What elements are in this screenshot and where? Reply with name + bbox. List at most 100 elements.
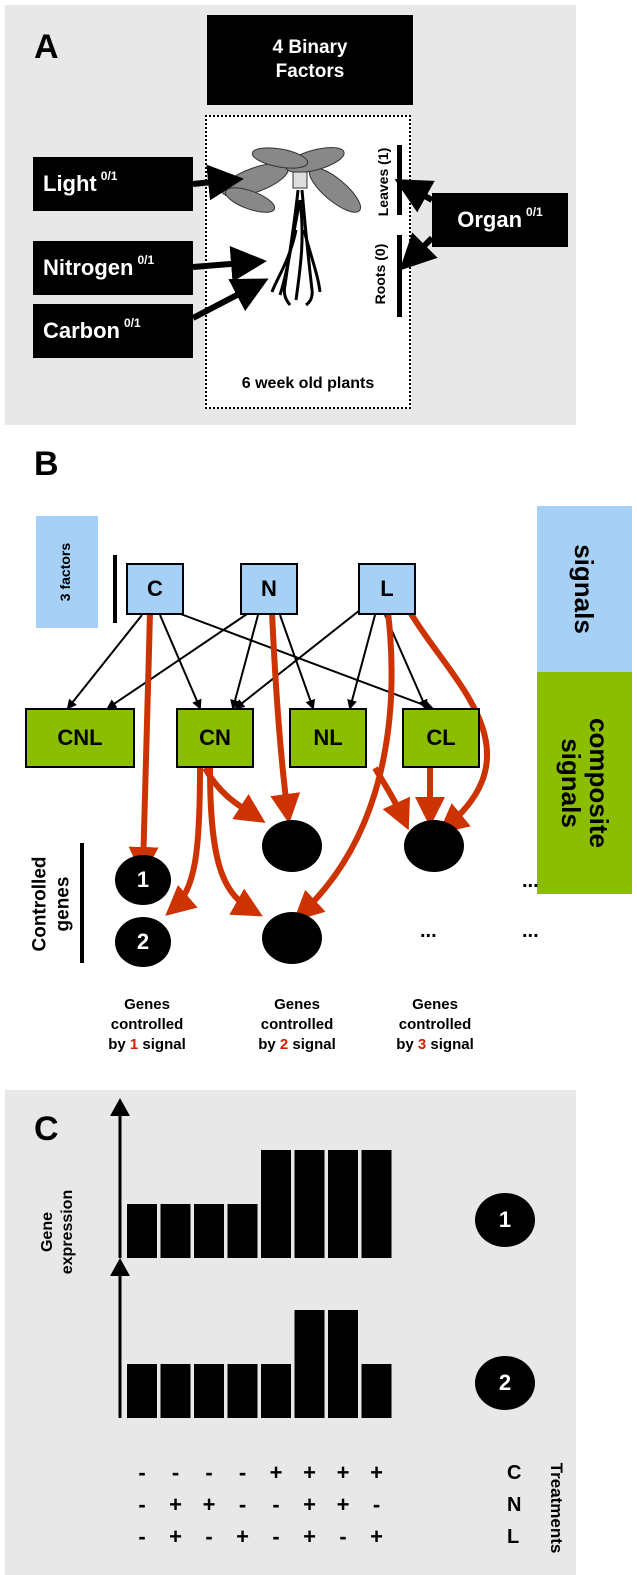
chart-2-bar-8	[361, 1364, 392, 1418]
chart-1-bar-3	[194, 1204, 224, 1258]
chart-1-bar-5	[261, 1150, 291, 1258]
chart-2-bar-7	[328, 1310, 358, 1418]
plant-roots-icon	[270, 189, 322, 307]
chart-1-bar-8	[361, 1150, 392, 1258]
ellipsis-right-bottom: ...	[522, 920, 539, 942]
caption-2-l1: Genes	[274, 996, 320, 1013]
chart-1-bar-2	[160, 1204, 191, 1258]
factors-tag	[36, 516, 98, 628]
chart-1-bar-6	[294, 1150, 325, 1258]
plant-caption: 6 week old plants	[241, 375, 375, 392]
caption-3-l3: by 3 signal	[360, 1035, 510, 1055]
sign-C-4: -	[238, 1460, 247, 1485]
caption-3-l1: Genes	[412, 996, 458, 1013]
panel-a-label: A	[34, 28, 59, 66]
caption-2-num: 2	[279, 1036, 289, 1053]
signals-tag	[537, 506, 632, 672]
caption-2-l2: controlled	[260, 1016, 334, 1033]
sign-N-1: -	[138, 1492, 146, 1517]
sign-L-8: +	[370, 1524, 383, 1549]
caption-1-l1: Genes	[124, 996, 170, 1013]
sign-L-1: -	[138, 1524, 146, 1549]
gene-2: 2	[115, 917, 171, 967]
gene-2signal-b	[262, 912, 322, 964]
sign-C-7: +	[336, 1460, 350, 1485]
sign-C-2: -	[171, 1460, 180, 1485]
sign-L-7: -	[339, 1524, 347, 1549]
title-line-1: 4 Binary	[272, 37, 348, 58]
sign-L-2: +	[169, 1524, 182, 1549]
chart-1-bar-7	[328, 1150, 358, 1258]
composite-nl: NL	[289, 708, 367, 768]
caption-1-l3: by 1 signal	[72, 1035, 222, 1055]
genes-bracket	[80, 843, 84, 963]
caption-3-pre: by	[396, 1036, 418, 1053]
sign-N-6: +	[303, 1492, 316, 1517]
caption-1-num: 1	[129, 1036, 139, 1053]
caption-3-l2: controlled	[398, 1016, 472, 1033]
sign-C-6: +	[303, 1460, 316, 1485]
panel-b-label: B	[34, 445, 59, 483]
sign-C-1: -	[138, 1460, 146, 1485]
gene-3signal-a	[404, 820, 464, 872]
light-label: Light	[43, 171, 97, 196]
sign-N-3: +	[202, 1492, 216, 1517]
organ-label: Organ	[457, 207, 523, 232]
sign-C-8: +	[370, 1460, 383, 1485]
treatment-l: L	[507, 1526, 520, 1548]
sign-L-3: -	[205, 1524, 213, 1549]
sign-C-3: -	[205, 1460, 213, 1485]
chart-2-bar-3	[194, 1364, 224, 1418]
composite-cl: CL	[402, 708, 480, 768]
carbon-label: Carbon	[43, 318, 120, 343]
sign-C-5: +	[269, 1460, 283, 1485]
chart-1-axis-arrowhead	[110, 1098, 130, 1116]
sign-L-5: -	[272, 1524, 280, 1549]
sign-N-2: +	[169, 1492, 182, 1517]
nitrogen-sup: 0/1	[137, 253, 155, 267]
chart-1-gene-label: 1	[475, 1193, 535, 1247]
caption-3-signal: Genes controlled by 3 signal	[360, 995, 510, 1055]
chart-2-bar-1	[127, 1364, 157, 1418]
treatments-label: Treatments	[547, 1462, 566, 1554]
caption-1-l2: controlled	[110, 1016, 184, 1033]
chart-1-bar-4	[227, 1204, 258, 1258]
ellipsis-3signal: ...	[420, 920, 437, 942]
sign-L-6: +	[303, 1524, 316, 1549]
chart-2-gene-label: 2	[475, 1356, 535, 1410]
nitrogen-label: Nitrogen	[43, 255, 134, 280]
signal-l: L	[358, 563, 416, 615]
caption-3-num: 3	[417, 1036, 427, 1053]
chart-2-bar-5	[261, 1364, 291, 1418]
panel-c-label: C	[34, 1110, 59, 1148]
signal-c: C	[126, 563, 184, 615]
caption-1-post: signal	[138, 1036, 186, 1053]
chart-2-axis-arrowhead	[110, 1258, 130, 1276]
gene-2signal-a	[262, 820, 322, 872]
carbon-factor: Carbon 0/1	[33, 304, 193, 358]
light-sup: 0/1	[100, 169, 118, 183]
factors-bracket	[113, 555, 117, 623]
carbon-sup: 0/1	[124, 316, 141, 330]
signal-n: N	[240, 563, 298, 615]
treatment-c: C	[507, 1462, 522, 1484]
binary-factors-title: 4 Binary Factors	[207, 15, 413, 105]
ellipsis-right-top: ...	[522, 870, 539, 892]
caption-2-post: signal	[288, 1036, 336, 1053]
composite-tag	[537, 672, 632, 894]
chart-2-bar-6	[294, 1310, 325, 1418]
caption-1-pre: by	[108, 1036, 130, 1053]
composite-cnl: CNL	[25, 708, 135, 768]
title-line-2: Factors	[275, 61, 345, 82]
caption-1-signal: Genes controlled by 1 signal	[72, 995, 222, 1055]
caption-3-post: signal	[426, 1036, 474, 1053]
sign-N-7: +	[336, 1492, 350, 1517]
caption-2-signal: Genes controlled by 2 signal	[222, 995, 372, 1055]
roots-bar	[397, 235, 402, 317]
organ-sup: 0/1	[526, 205, 543, 219]
chart-2-bar-2	[160, 1364, 191, 1418]
sign-N-4: -	[238, 1492, 247, 1517]
